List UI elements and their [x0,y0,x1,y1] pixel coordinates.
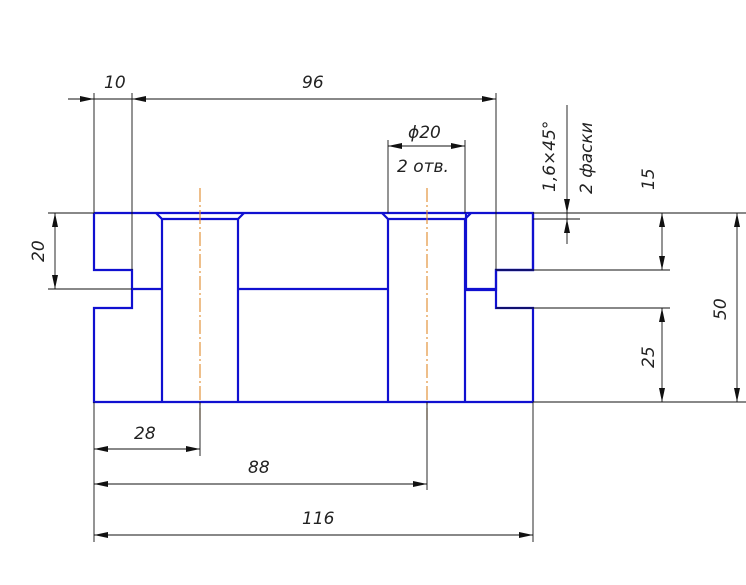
left-slot [92,213,533,404]
dim-96-label: 96 [302,73,324,93]
dim-50-label: 50 [711,298,731,320]
dim-holes-label: 2 отв. [397,157,449,177]
dim-116-label: 116 [302,509,335,529]
dim-10-label: 10 [104,73,126,93]
dim-phi20-label: ϕ20 [408,123,441,143]
dimension-labels: 10 96 ϕ20 2 отв. 1,6×45° 2 фаски 15 20 5… [29,73,731,529]
dim-28-label: 28 [134,424,156,444]
dim-15-label: 15 [639,168,659,190]
dim-20-label: 20 [29,240,49,262]
dim-88-label: 88 [248,458,270,478]
part-outline [92,211,535,404]
dim-25-label: 25 [639,346,659,368]
dim-chamfer-label: 1,6×45° [540,121,560,192]
dimension-arrows [52,96,740,538]
outer-contour [94,211,535,292]
center-axes [199,188,428,420]
right-slot [494,213,535,402]
dim-chamfer-count-label: 2 фаски [577,122,597,194]
